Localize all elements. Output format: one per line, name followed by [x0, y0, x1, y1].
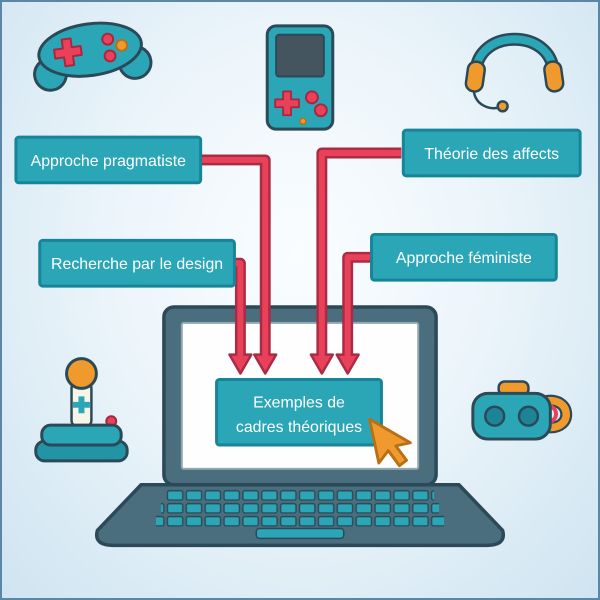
keyboard-row-2: [160, 502, 440, 514]
arrow-from-theorie-des-affects: [309, 147, 402, 375]
handheld-button-1: [304, 90, 319, 105]
earcup-left: [464, 60, 486, 93]
handheld-dpad: [274, 90, 300, 117]
center-label-rect: [215, 377, 383, 447]
label-box-theorie-des-affects: Théorie des affects: [401, 128, 582, 178]
center-label-box: Exemples de cadres théoriques: [215, 377, 383, 447]
label-box-recherche-par-le-design: Recherche par le design: [38, 238, 236, 288]
keyboard-row-1: [165, 489, 435, 501]
label-box-rect: [38, 238, 236, 288]
cursor-icon: [368, 417, 412, 468]
gamepad-button-3: [103, 49, 117, 63]
arrow-shaft: [198, 156, 269, 362]
keyboard-row-3: [155, 515, 445, 527]
joystick-base-top: [40, 423, 123, 447]
label-box-approche-feministe: Approche féministe: [370, 232, 558, 282]
headphones-icon: [464, 32, 565, 113]
joystick-ball: [65, 357, 98, 390]
gamepad-button-1: [101, 32, 115, 46]
trackpad: [255, 527, 345, 540]
handheld-screen: [275, 33, 325, 78]
label-box-rect: [370, 232, 558, 282]
joystick-icon: [34, 357, 129, 463]
vr-lens-right: [517, 405, 540, 427]
vr-headset-icon: [471, 380, 573, 441]
vr-strap: [540, 396, 570, 431]
joystick-stick-plus: [73, 396, 90, 414]
arrow-from-approche-feministe: [335, 251, 376, 375]
handheld-button-2: [313, 103, 328, 118]
gamepad-button-2: [115, 38, 129, 52]
label-box-text: Approche pragmatiste: [31, 153, 186, 170]
label-box-rect: [14, 135, 203, 185]
handheld-console-icon: [265, 24, 335, 131]
label-box-text: Théorie des affects: [424, 146, 559, 163]
label-box-approche-pragmatiste: Approche pragmatiste: [14, 135, 203, 185]
arrow-shaft: [344, 254, 376, 362]
vr-lens-left: [484, 405, 506, 427]
earcup-right: [543, 60, 565, 93]
mic: [496, 100, 509, 113]
mic-boom: [472, 91, 501, 110]
cursor-arrow: [368, 417, 412, 468]
arrow-from-approche-pragmatiste: [198, 154, 278, 375]
center-label-line1: Exemples de: [253, 394, 345, 411]
center-label-line2: cadres théoriques: [236, 419, 362, 436]
vr-goggles: [471, 391, 552, 441]
gamepad-icon: [33, 21, 153, 92]
headband: [471, 35, 558, 78]
handheld-button-3: [299, 117, 307, 125]
arrow-shaft: [318, 150, 402, 362]
gamepad-dpad: [53, 37, 83, 68]
label-box-text: Approche féministe: [396, 250, 532, 267]
label-box-rect: [401, 128, 582, 178]
label-box-text: Recherche par le design: [51, 256, 223, 273]
